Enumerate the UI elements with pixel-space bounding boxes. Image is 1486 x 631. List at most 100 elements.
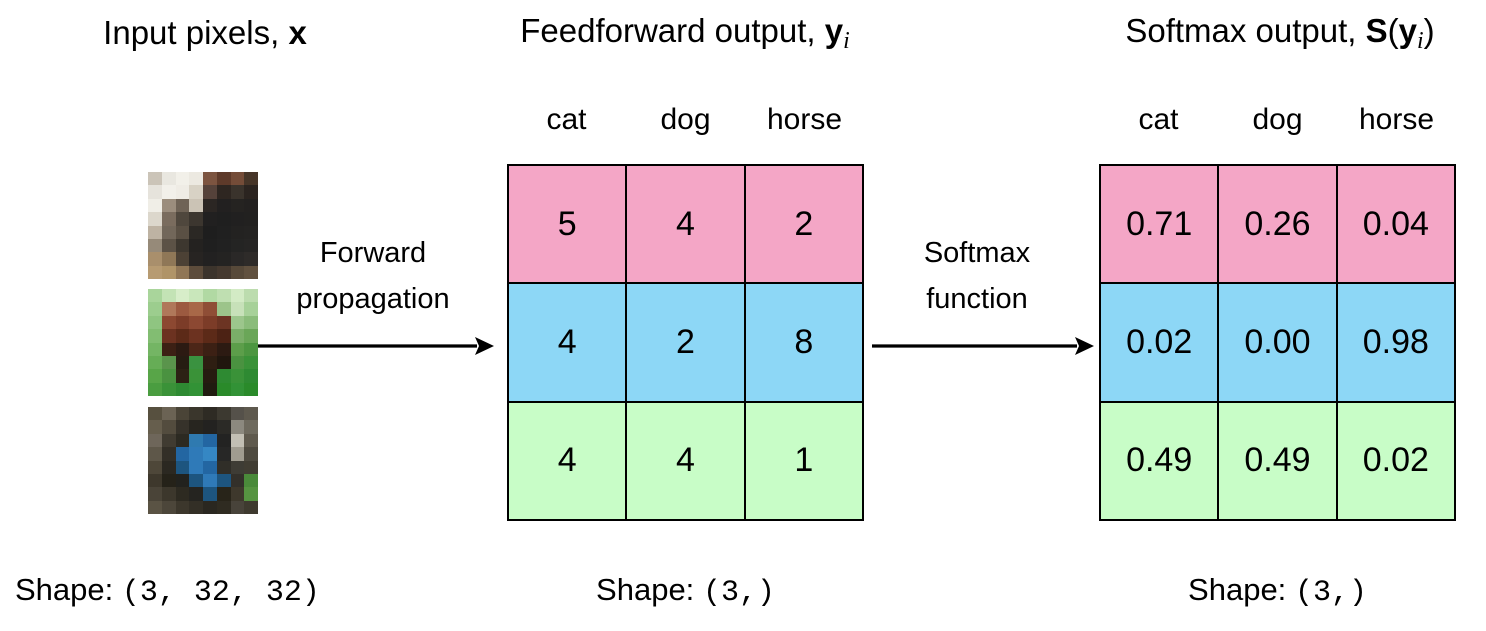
dog-photo-pixel: [244, 407, 258, 421]
dog-photo-pixel: [203, 460, 217, 474]
cat-photo-pixel: [161, 185, 176, 199]
horse-photo-pixel: [230, 289, 245, 303]
dog-photo-pixel: [244, 473, 258, 488]
horse-photo-pixel: [216, 382, 231, 396]
softmax-shape-label: Shape: (3,): [1099, 572, 1456, 610]
dog-photo-pixel: [148, 500, 162, 514]
cat-photo-pixel: [175, 225, 190, 239]
close-paren: ): [1423, 12, 1435, 49]
cat-photo-pixel: [175, 185, 190, 199]
cat-photo-pixel: [230, 238, 245, 253]
dog-photo-pixel: [244, 420, 258, 434]
horse-photo-pixel: [161, 315, 176, 330]
feedforward-cell-r2c0: 4: [508, 401, 627, 520]
horse-photo-pixel: [216, 302, 231, 316]
cat-photo-pixel: [189, 265, 203, 279]
cat-photo-pixel: [175, 238, 190, 253]
cat-photo-pixel: [203, 265, 217, 279]
softmax-output-title: Softmax output, S(yi): [1075, 12, 1485, 55]
cat-photo-pixel: [148, 212, 162, 226]
dog-photo-pixel: [203, 447, 217, 461]
dog-photo-pixel: [203, 420, 217, 434]
horse-photo-pixel: [216, 289, 231, 303]
dog-photo-pixel: [189, 433, 203, 448]
dog-photo-pixel: [203, 433, 217, 448]
horse-photo-pixel: [230, 369, 245, 383]
input-shape-label: Shape: (3, 32, 32): [15, 572, 320, 610]
dog-photo-pixel: [161, 487, 176, 501]
cat-photo: [148, 172, 258, 279]
i-subscript: i: [1417, 27, 1424, 54]
horse-photo-pixel: [216, 342, 231, 356]
dog-photo-pixel: [148, 420, 162, 434]
horse-photo-pixel: [203, 382, 217, 396]
horse-photo-pixel: [175, 382, 190, 396]
dog-photo-pixel: [189, 473, 203, 488]
cat-photo-pixel: [244, 238, 258, 253]
cat-photo-pixel: [161, 172, 176, 186]
feedforward-header-cat: cat: [546, 103, 587, 136]
dog-photo-pixel: [189, 460, 203, 474]
cat-photo-pixel: [189, 252, 203, 266]
cat-photo-pixel: [216, 238, 231, 253]
dog-photo-pixel: [189, 407, 203, 421]
horse-photo-pixel: [189, 369, 203, 383]
dog-photo: [148, 407, 258, 514]
softmax-header-horse: horse: [1358, 103, 1435, 136]
dog-photo-pixel: [175, 407, 190, 421]
feedforward-output-title: Feedforward output, yi: [485, 12, 885, 55]
horse-photo-pixel: [244, 355, 258, 370]
shape-word: Shape:: [15, 572, 114, 607]
cat-photo-pixel: [189, 172, 203, 186]
softmax-cell-r1c1: 0.00: [1218, 283, 1337, 402]
dog-photo-pixel: [175, 500, 190, 514]
feedforward-shape-label: Shape: (3,): [507, 572, 864, 610]
dog-photo-pixel: [161, 447, 176, 461]
cat-photo-pixel: [230, 172, 245, 186]
softmax-cell-r2c1: 0.49: [1218, 401, 1337, 520]
cat-photo-pixel: [244, 172, 258, 186]
cat-photo-pixel: [189, 198, 203, 213]
softmax-function-arrow: [872, 337, 1094, 355]
horse-photo-pixel: [244, 289, 258, 303]
horse-photo-pixel: [175, 289, 190, 303]
horse-photo-pixel: [189, 342, 203, 356]
cat-photo-pixel: [161, 198, 176, 213]
dog-photo-pixel: [216, 500, 231, 514]
i-subscript: i: [843, 27, 850, 54]
cat-photo-pixel: [216, 198, 231, 213]
x-symbol: x: [288, 14, 307, 51]
horse-photo-pixel: [189, 302, 203, 316]
dog-photo-pixel: [244, 433, 258, 448]
horse-photo-pixel: [244, 369, 258, 383]
horse-photo-pixel: [244, 329, 258, 343]
horse-photo-pixel: [175, 302, 190, 316]
cat-photo-pixel: [148, 252, 162, 266]
dog-photo-pixel: [148, 487, 162, 501]
dog-photo-pixel: [216, 433, 231, 448]
cat-photo-pixel: [148, 225, 162, 239]
horse-photo-pixel: [189, 355, 203, 370]
cat-photo-pixel: [189, 185, 203, 199]
softmax-header-cat: cat: [1138, 103, 1179, 136]
forward-label-line2: propagation: [296, 283, 450, 315]
forward-label-line1: Forward: [319, 237, 427, 269]
feedforward-cell-r0c0: 5: [508, 165, 627, 284]
cat-photo-pixel: [230, 198, 245, 213]
cat-photo-pixel: [148, 265, 162, 279]
horse-photo-pixel: [161, 382, 176, 396]
input-pixels-title: Input pixels, x: [20, 14, 390, 52]
cat-photo-pixel: [203, 172, 217, 186]
cat-photo-pixel: [244, 198, 258, 213]
feedforward-cell-r1c2: 8: [744, 283, 863, 402]
cat-photo-pixel: [189, 212, 203, 226]
horse-photo-pixel: [189, 289, 203, 303]
feedforward-cell-r0c1: 4: [626, 165, 745, 284]
cat-photo-pixel: [244, 212, 258, 226]
dog-photo-pixel: [230, 460, 245, 474]
horse-photo-pixel: [148, 369, 162, 383]
dog-photo-pixel: [216, 447, 231, 461]
